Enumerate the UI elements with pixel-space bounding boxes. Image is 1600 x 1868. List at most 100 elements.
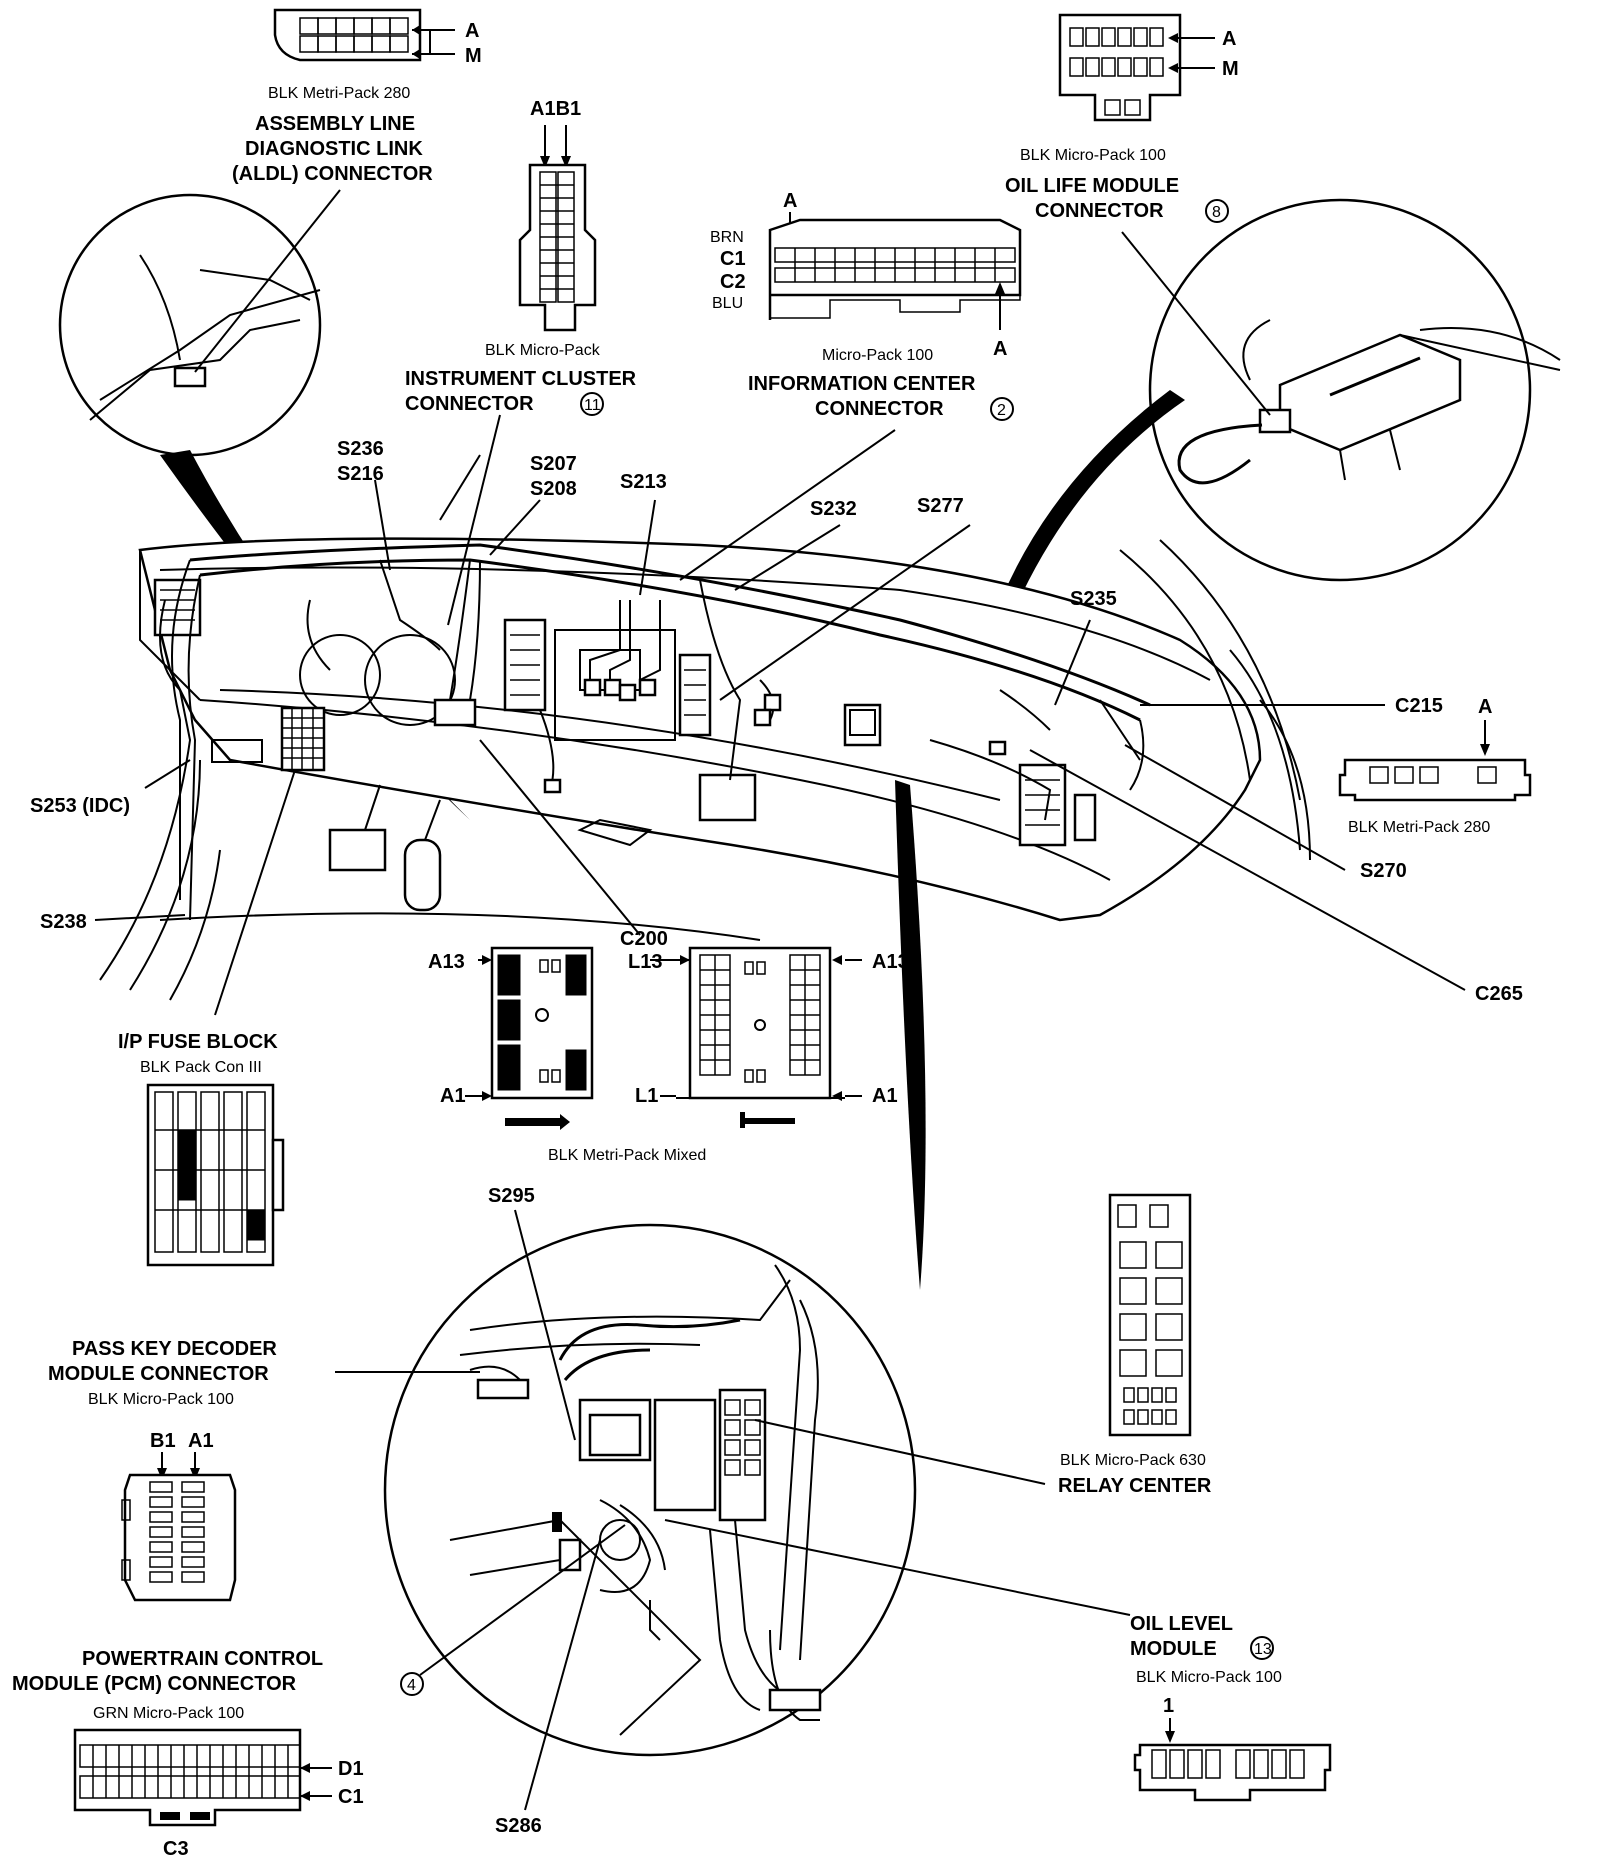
pcm-leader xyxy=(419,1524,626,1676)
s286-leader xyxy=(524,1539,601,1811)
c200-label: C200 xyxy=(620,928,668,950)
c215-type: BLK Metri-Pack 280 xyxy=(1348,819,1490,836)
infocenter-title-2: CONNECTOR xyxy=(815,398,944,420)
relay-center-type: BLK Micro-Pack 630 xyxy=(1060,1452,1206,1469)
oil-level-title-2: MODULE xyxy=(1130,1638,1217,1660)
relay-center-title: RELAY CENTER xyxy=(1058,1475,1212,1497)
oil-level-leader xyxy=(664,1519,1131,1616)
splice-s235: S235 xyxy=(1070,588,1117,610)
splice-s238: S238 xyxy=(40,911,87,933)
oil-life-type: BLK Micro-Pack 100 xyxy=(1020,147,1166,164)
aldl-title-3: (ALDL) CONNECTOR xyxy=(232,163,433,185)
oil-life-connector-drawing xyxy=(1058,13,1215,122)
c200-type: BLK Metri-Pack Mixed xyxy=(548,1147,706,1164)
oil-level-type: BLK Micro-Pack 100 xyxy=(1136,1669,1282,1686)
relay-center-drawing xyxy=(1108,1193,1192,1437)
pass-key-pin-a1: A1 xyxy=(188,1430,214,1452)
oil-life-pin-a: A xyxy=(1222,28,1236,50)
aldl-pin-m: M xyxy=(465,45,482,67)
splice-s232: S232 xyxy=(810,498,857,520)
oil-level-number-circle xyxy=(1250,1636,1274,1660)
splice-s208: S208 xyxy=(530,478,577,500)
bottom-leader-wedge xyxy=(895,780,926,1290)
c200-right-top: A13 xyxy=(872,951,909,973)
oil-life-pin-m: M xyxy=(1222,58,1239,80)
ic-pins-top: A1B1 xyxy=(530,98,581,120)
pcm-number-circle xyxy=(400,1672,424,1696)
pcm-type: GRN Micro-Pack 100 xyxy=(93,1705,244,1722)
oil-level-pin-1: 1 xyxy=(1163,1695,1174,1717)
c200-connector-drawing xyxy=(465,946,862,1130)
pcm-pin-c1: C1 xyxy=(338,1786,364,1808)
aldl-connector-drawing xyxy=(273,8,455,62)
splice-s213: S213 xyxy=(620,471,667,493)
infocenter-row-brn: BRN xyxy=(710,229,744,246)
pcm-title-1: POWERTRAIN CONTROL xyxy=(82,1648,323,1670)
console-detail-circle xyxy=(383,1223,917,1757)
infocenter-connector-drawing xyxy=(768,218,1022,330)
splice-s295: S295 xyxy=(488,1185,535,1207)
oil-level-number: 13 xyxy=(1254,1641,1272,1658)
oil-life-detail-circle xyxy=(1121,198,1561,582)
splice-s277: S277 xyxy=(917,495,964,517)
pcm-pin-c3: C3 xyxy=(163,1838,189,1860)
c200-left-bottom: A1 xyxy=(440,1085,466,1107)
infocenter-number-circle xyxy=(990,397,1014,421)
infocenter-title-1: INFORMATION CENTER xyxy=(748,373,976,395)
fuse-block-drawing xyxy=(146,1083,285,1267)
aldl-title-1: ASSEMBLY LINE xyxy=(255,113,415,135)
oil-life-number: 8 xyxy=(1212,204,1221,221)
ic-number-circle xyxy=(580,392,604,416)
oil-level-connector-drawing xyxy=(1133,1718,1332,1802)
aldl-detail-circle xyxy=(58,189,341,457)
pcm-title-2: MODULE (PCM) CONNECTOR xyxy=(12,1673,297,1695)
c200-right-bottom: A1 xyxy=(872,1085,898,1107)
infocenter-pin-a-bottom: A xyxy=(993,338,1007,360)
c215-label: C215 xyxy=(1395,695,1443,717)
infocenter-row-c2: C2 xyxy=(720,271,746,293)
pass-key-connector-drawing xyxy=(121,1452,237,1602)
ic-title-1: INSTRUMENT CLUSTER xyxy=(405,368,637,390)
oil-life-number-circle xyxy=(1205,199,1229,223)
infocenter-row-c1: C1 xyxy=(720,248,746,270)
ic-title-2: CONNECTOR xyxy=(405,393,534,415)
pass-key-title-2: MODULE CONNECTOR xyxy=(48,1363,269,1385)
pcm-connector-drawing xyxy=(73,1728,332,1827)
c215-connector-drawing xyxy=(1338,720,1532,802)
c215-pin-a: A xyxy=(1478,696,1492,718)
c200-mid-top: L13 xyxy=(628,951,662,973)
pcm-number: 4 xyxy=(407,1677,416,1694)
fuse-block-type: BLK Pack Con III xyxy=(140,1059,262,1076)
pass-key-title-1: PASS KEY DECODER xyxy=(72,1338,277,1360)
infocenter-row-blu: BLU xyxy=(712,295,743,312)
s295-leader xyxy=(514,1209,576,1441)
c265-label: C265 xyxy=(1475,983,1523,1005)
c200-left-top: A13 xyxy=(428,951,465,973)
splice-s236: S236 xyxy=(337,438,384,460)
pass-key-pin-b1: B1 xyxy=(150,1430,176,1452)
ic-connector-drawing xyxy=(518,125,597,332)
splice-s216: S216 xyxy=(337,463,384,485)
splice-s286: S286 xyxy=(495,1815,542,1837)
oil-life-title-2: CONNECTOR xyxy=(1035,200,1164,222)
ic-type: BLK Micro-Pack xyxy=(485,342,601,359)
leader-lines xyxy=(94,414,1466,1016)
aldl-pin-a: A xyxy=(465,20,479,42)
aldl-title-2: DIAGNOSTIC LINK xyxy=(245,138,423,160)
infocenter-type: Micro-Pack 100 xyxy=(822,347,933,364)
splice-s253: S253 (IDC) xyxy=(30,795,130,817)
aldl-type: BLK Metri-Pack 280 xyxy=(268,85,410,102)
oil-life-title-1: OIL LIFE MODULE xyxy=(1005,175,1179,197)
oil-level-title-1: OIL LEVEL xyxy=(1130,1613,1233,1635)
pcm-pin-d1: D1 xyxy=(338,1758,364,1780)
ic-number: 11 xyxy=(584,397,601,414)
splice-s270: S270 xyxy=(1360,860,1407,882)
infocenter-pin-a-top: A xyxy=(783,190,797,212)
relay-center-leader xyxy=(754,1419,1046,1485)
pass-key-type: BLK Micro-Pack 100 xyxy=(88,1391,234,1408)
splice-s207: S207 xyxy=(530,453,577,475)
fuse-block-title: I/P FUSE BLOCK xyxy=(118,1031,278,1053)
infocenter-number: 2 xyxy=(997,402,1006,419)
c200-mid-bottom: L1 xyxy=(635,1085,658,1107)
